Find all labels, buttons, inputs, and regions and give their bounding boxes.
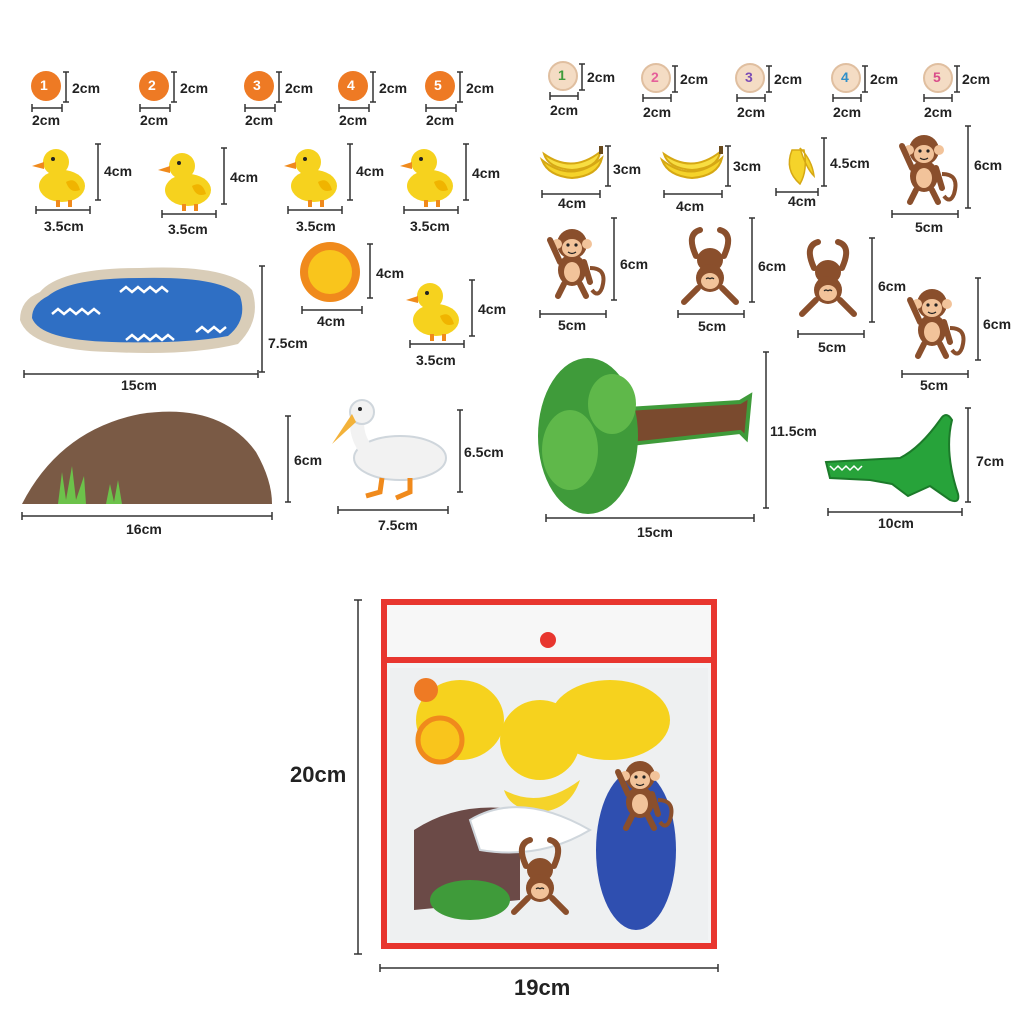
badge-width-label: 2cm	[737, 104, 766, 120]
badge-digit: 3	[253, 77, 261, 93]
monkey-width-label: 5cm	[920, 377, 949, 393]
badge-digit: 5	[434, 77, 442, 93]
sun-height-label: 4cm	[376, 265, 405, 281]
badge-digit: 4	[347, 77, 355, 93]
duck-height-label: 4cm	[230, 169, 259, 185]
bag-height-label: 20cm	[290, 762, 347, 787]
monkey-height-label: 6cm	[620, 256, 649, 272]
hill-piece	[22, 411, 272, 504]
badge-digit: 1	[40, 77, 48, 93]
duck-height-label: 4cm	[104, 163, 133, 179]
badge-width-label: 2cm	[32, 112, 61, 128]
badge-height-label: 2cm	[680, 71, 709, 87]
badge-width-label: 2cm	[339, 112, 368, 128]
peeled-banana-width-label: 4cm	[788, 193, 817, 209]
left-badge-dimension-lines	[31, 71, 463, 112]
tree-height-label: 11.5cm	[770, 423, 817, 439]
duck-width-label: 3.5cm	[416, 352, 456, 368]
badge-width-label: 2cm	[833, 104, 862, 120]
monkey-height-label: 6cm	[983, 316, 1012, 332]
hill-height-label: 6cm	[294, 452, 323, 468]
monkey-height-label: 6cm	[878, 278, 907, 294]
badge-height-label: 2cm	[962, 71, 991, 87]
badge-height-label: 2cm	[587, 69, 616, 85]
badge-digit: 2	[651, 69, 659, 85]
badge-height-label: 2cm	[379, 80, 408, 96]
monkey-width-label: 5cm	[818, 339, 847, 355]
tree-width-label: 15cm	[637, 524, 673, 540]
hill-width-label: 16cm	[126, 521, 162, 537]
pond-piece	[20, 267, 255, 353]
banana-pieces	[541, 145, 816, 186]
duck-dimension-lines	[35, 143, 475, 348]
tree-piece	[538, 358, 753, 514]
duck-height-label: 4cm	[356, 163, 385, 179]
badge-height-label: 2cm	[72, 80, 101, 96]
pond-width-label: 15cm	[121, 377, 157, 393]
monkey-width-label: 5cm	[558, 317, 587, 333]
duck-width-label: 3.5cm	[168, 221, 208, 237]
badge-width-label: 2cm	[140, 112, 169, 128]
badge-width-label: 2cm	[426, 112, 455, 128]
badge-digit: 5	[933, 69, 941, 85]
right-number-badges	[548, 61, 953, 93]
badge-height-label: 2cm	[870, 71, 899, 87]
duck-height-label: 4cm	[478, 301, 507, 317]
badge-height-label: 2cm	[285, 80, 314, 96]
goose-height-label: 6.5cm	[464, 444, 504, 460]
badge-width-label: 2cm	[924, 104, 953, 120]
bag-photo	[381, 599, 717, 949]
peeled-banana-height-label: 4.5cm	[830, 155, 870, 171]
sun-width-label: 4cm	[317, 313, 346, 329]
badge-height-label: 2cm	[180, 80, 209, 96]
monkey-width-label: 5cm	[915, 219, 944, 235]
badge-height-label: 2cm	[466, 80, 495, 96]
badge-width-label: 2cm	[245, 112, 274, 128]
goose-width-label: 7.5cm	[378, 517, 418, 533]
banana-width-label: 4cm	[676, 198, 705, 214]
croc-height-label: 7cm	[976, 453, 1005, 469]
pond-height-label: 7.5cm	[268, 335, 308, 351]
left-number-badges	[31, 71, 455, 101]
monkey-width-label: 5cm	[698, 318, 727, 334]
banana-height-label: 3cm	[733, 158, 762, 174]
badge-width-label: 2cm	[643, 104, 672, 120]
badge-width-label: 2cm	[550, 102, 579, 118]
sun-piece	[300, 242, 360, 302]
monkey-height-label: 6cm	[758, 258, 787, 274]
monkey-height-label: 6cm	[974, 157, 1003, 173]
banana-height-label: 3cm	[613, 161, 642, 177]
badge-digit: 4	[841, 69, 849, 85]
duck-width-label: 3.5cm	[410, 218, 450, 234]
duck-width-label: 3.5cm	[44, 218, 84, 234]
badge-height-label: 2cm	[774, 71, 803, 87]
badge-digit: 3	[745, 69, 753, 85]
banana-width-label: 4cm	[558, 195, 587, 211]
croc-width-label: 10cm	[878, 515, 914, 531]
duck-height-label: 4cm	[472, 165, 501, 181]
goose-piece	[332, 399, 447, 501]
badge-digit: 2	[148, 77, 156, 93]
bag-width-label: 19cm	[514, 975, 571, 1000]
duck-width-label: 3.5cm	[296, 218, 336, 234]
crocodile-piece	[824, 414, 960, 503]
badge-digit: 1	[558, 67, 566, 83]
